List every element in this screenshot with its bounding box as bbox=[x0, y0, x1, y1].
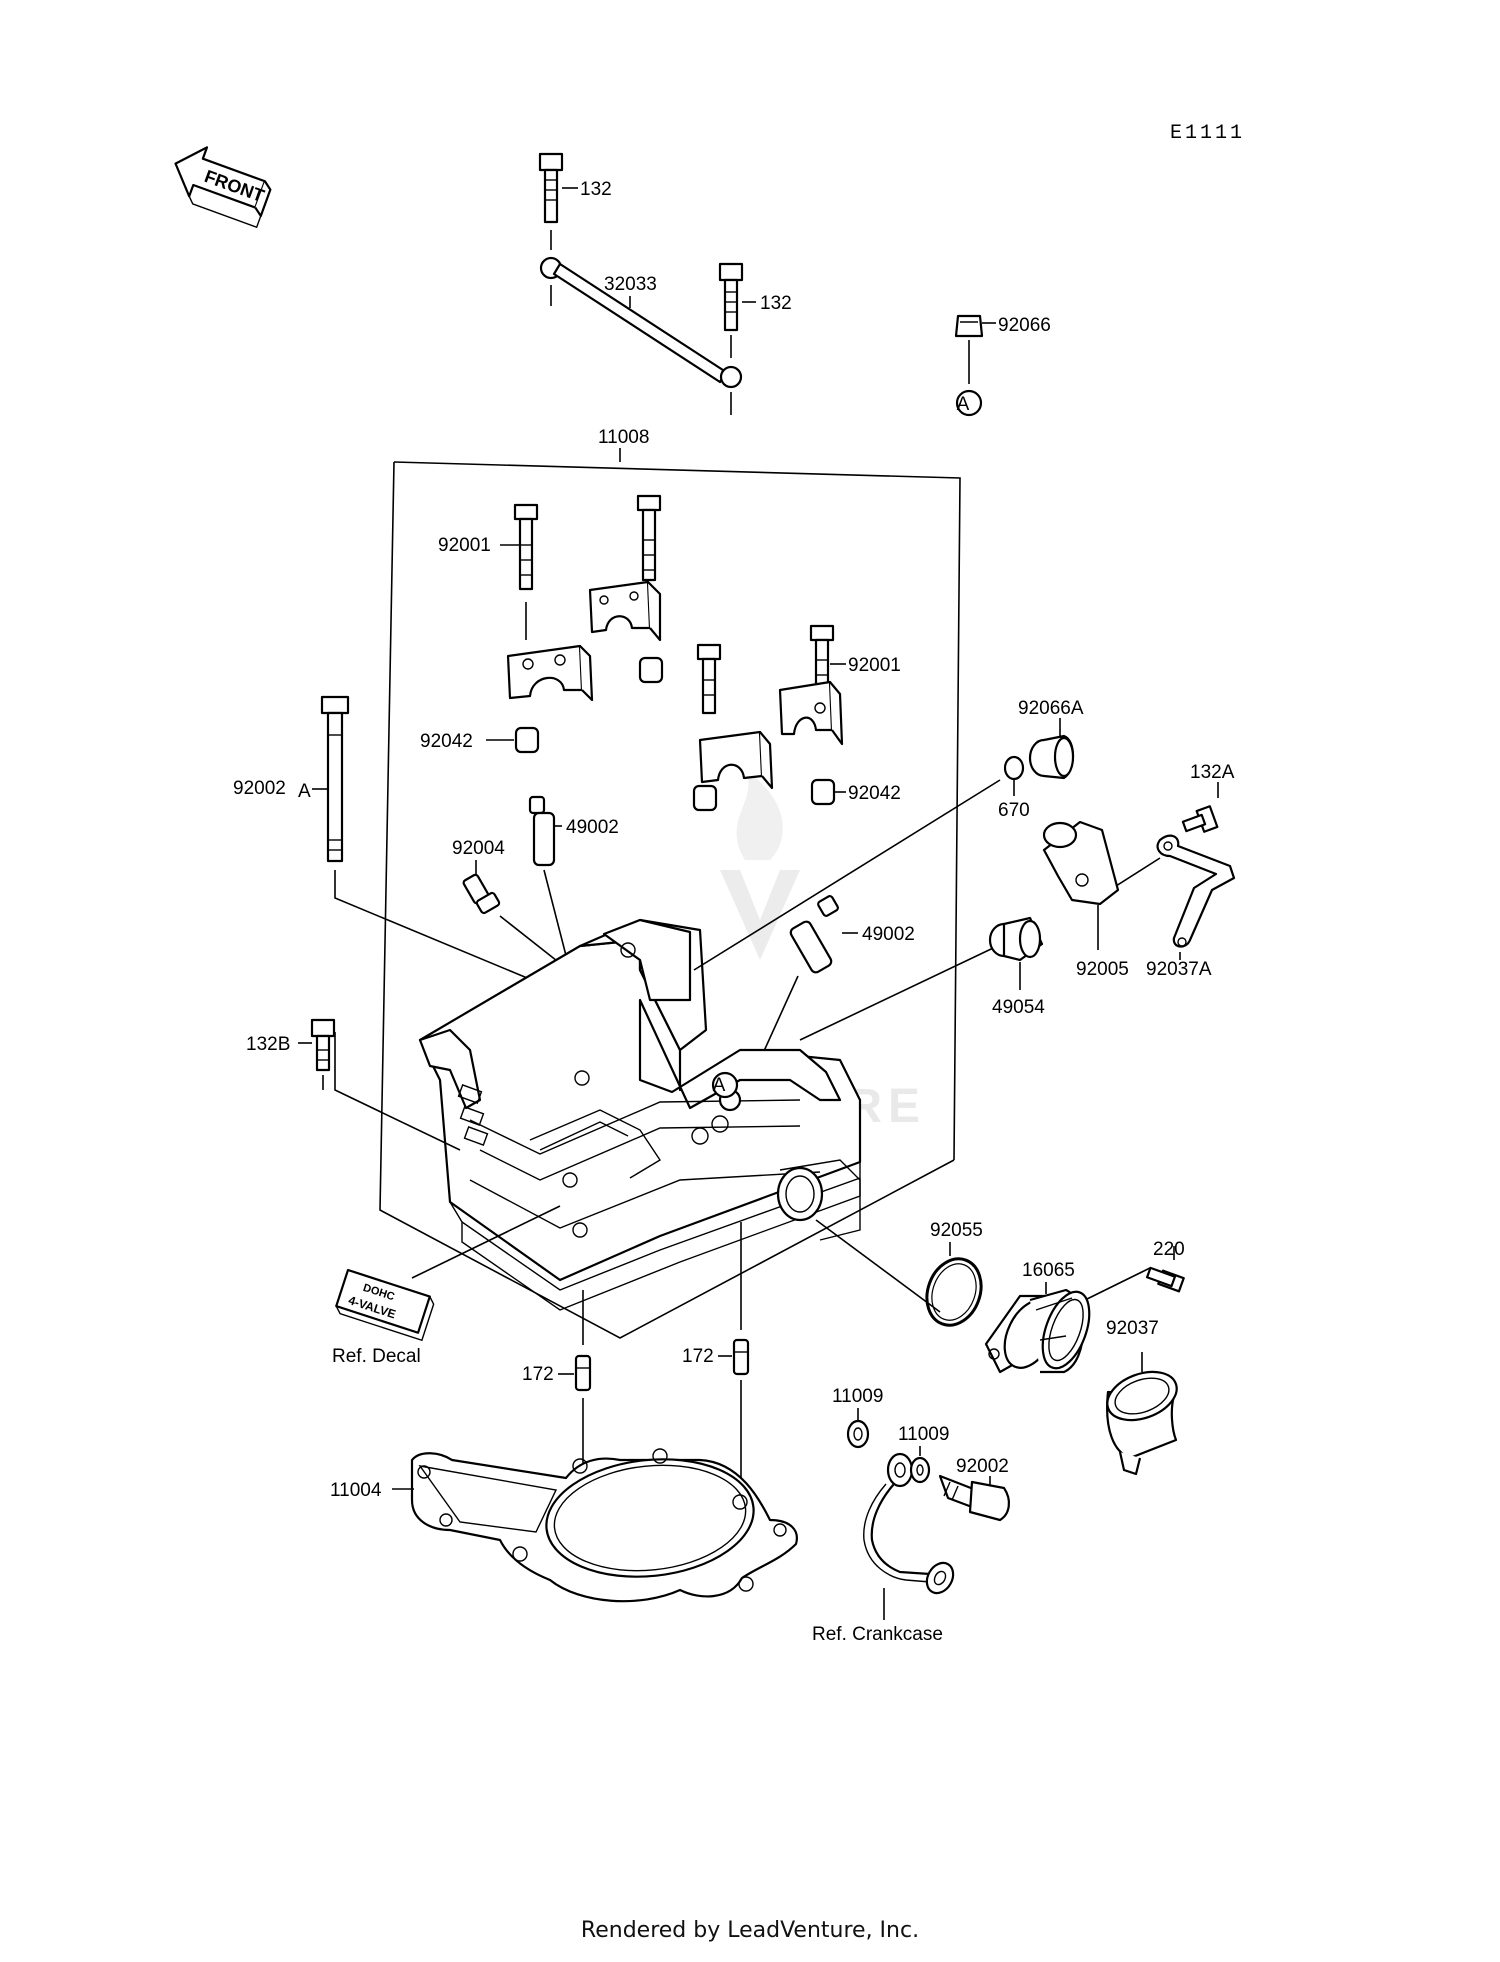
bracket-92037A bbox=[1156, 834, 1236, 948]
marker-a-head: A bbox=[713, 1075, 726, 1096]
ref-decal-label: Ref. Decal bbox=[332, 1346, 421, 1367]
callout-32033: 32033 bbox=[604, 274, 657, 295]
callout-132B: 132B bbox=[246, 1034, 290, 1055]
callout-172-right: 172 bbox=[682, 1346, 714, 1367]
callout-92002A: 92002 bbox=[233, 778, 286, 799]
callout-132A: 132A bbox=[1190, 762, 1235, 783]
dowel-pins bbox=[514, 656, 836, 812]
callout-92042-right: 92042 bbox=[848, 783, 901, 804]
callouts: 132 32033 132 92066 11008 92001 92001 92… bbox=[233, 179, 1235, 1501]
callout-92066A: 92066A bbox=[1018, 698, 1084, 719]
thermostat-cover-92005 bbox=[1042, 820, 1120, 950]
dowel-172-left bbox=[574, 1290, 592, 1468]
plug-92066A bbox=[1028, 718, 1075, 780]
callout-132-top: 132 bbox=[580, 179, 612, 200]
callout-11008: 11008 bbox=[598, 427, 649, 448]
callout-49002-right: 49002 bbox=[862, 924, 915, 945]
banjo-bolt-92002 bbox=[938, 1474, 1010, 1522]
callout-49054: 49054 bbox=[992, 997, 1045, 1018]
oring-670 bbox=[1003, 755, 1025, 781]
head-gasket-11004 bbox=[410, 1448, 798, 1603]
callout-92037: 92037 bbox=[1106, 1318, 1159, 1339]
marker-a-top: A bbox=[957, 394, 970, 415]
callout-92005: 92005 bbox=[1076, 959, 1129, 980]
callout-172-left: 172 bbox=[522, 1364, 554, 1385]
callout-670: 670 bbox=[998, 800, 1030, 821]
callout-92066: 92066 bbox=[998, 315, 1051, 336]
screw-220 bbox=[1145, 1246, 1185, 1293]
screw-132A bbox=[1181, 782, 1219, 833]
callout-92001-right: 92001 bbox=[848, 655, 901, 676]
front-arrow-icon: FRONT bbox=[174, 146, 272, 229]
callout-92002A-suffix: A bbox=[298, 781, 311, 802]
callout-11009-right: 11009 bbox=[898, 1424, 949, 1445]
clamp-92037 bbox=[1106, 1352, 1178, 1476]
callout-49002-left: 49002 bbox=[566, 817, 619, 838]
callout-92002: 92002 bbox=[956, 1456, 1009, 1477]
carburetor-holder-16065 bbox=[984, 1288, 1091, 1374]
callout-92001-left: 92001 bbox=[438, 535, 491, 556]
decal-dohc-4valve: DOHC 4-VALVE bbox=[335, 1268, 435, 1342]
callout-132-mid: 132 bbox=[760, 293, 792, 314]
top-bracket-assembly bbox=[538, 152, 744, 415]
callout-92004: 92004 bbox=[452, 838, 505, 859]
washer-11009-right bbox=[909, 1456, 931, 1484]
plug-92066 bbox=[954, 314, 984, 417]
oring-92055 bbox=[925, 1257, 983, 1327]
bolt-132B bbox=[310, 1018, 336, 1072]
callout-11009-left: 11009 bbox=[832, 1386, 883, 1407]
callout-92037A: 92037A bbox=[1146, 959, 1212, 980]
ref-crankcase-label: Ref. Crankcase bbox=[812, 1624, 943, 1645]
callout-16065: 16065 bbox=[1022, 1260, 1075, 1281]
callout-92042-left: 92042 bbox=[420, 731, 473, 752]
thermostat-49054 bbox=[988, 916, 1044, 990]
callout-92055: 92055 bbox=[930, 1220, 983, 1241]
callout-11004: 11004 bbox=[330, 1480, 382, 1501]
oil-pipe bbox=[863, 1452, 955, 1620]
cylinder-head-11008 bbox=[418, 918, 862, 1311]
footer-credit: Rendered by LeadVenture, Inc. bbox=[580, 1918, 920, 1943]
cam-caps bbox=[506, 580, 844, 790]
stud-92002A bbox=[320, 695, 581, 1001]
washer-11009-left bbox=[846, 1419, 870, 1449]
callout-220: 220 bbox=[1153, 1239, 1185, 1260]
diagram-code: E1111 bbox=[1170, 122, 1245, 145]
assembly-box-11008 bbox=[393, 461, 961, 1161]
